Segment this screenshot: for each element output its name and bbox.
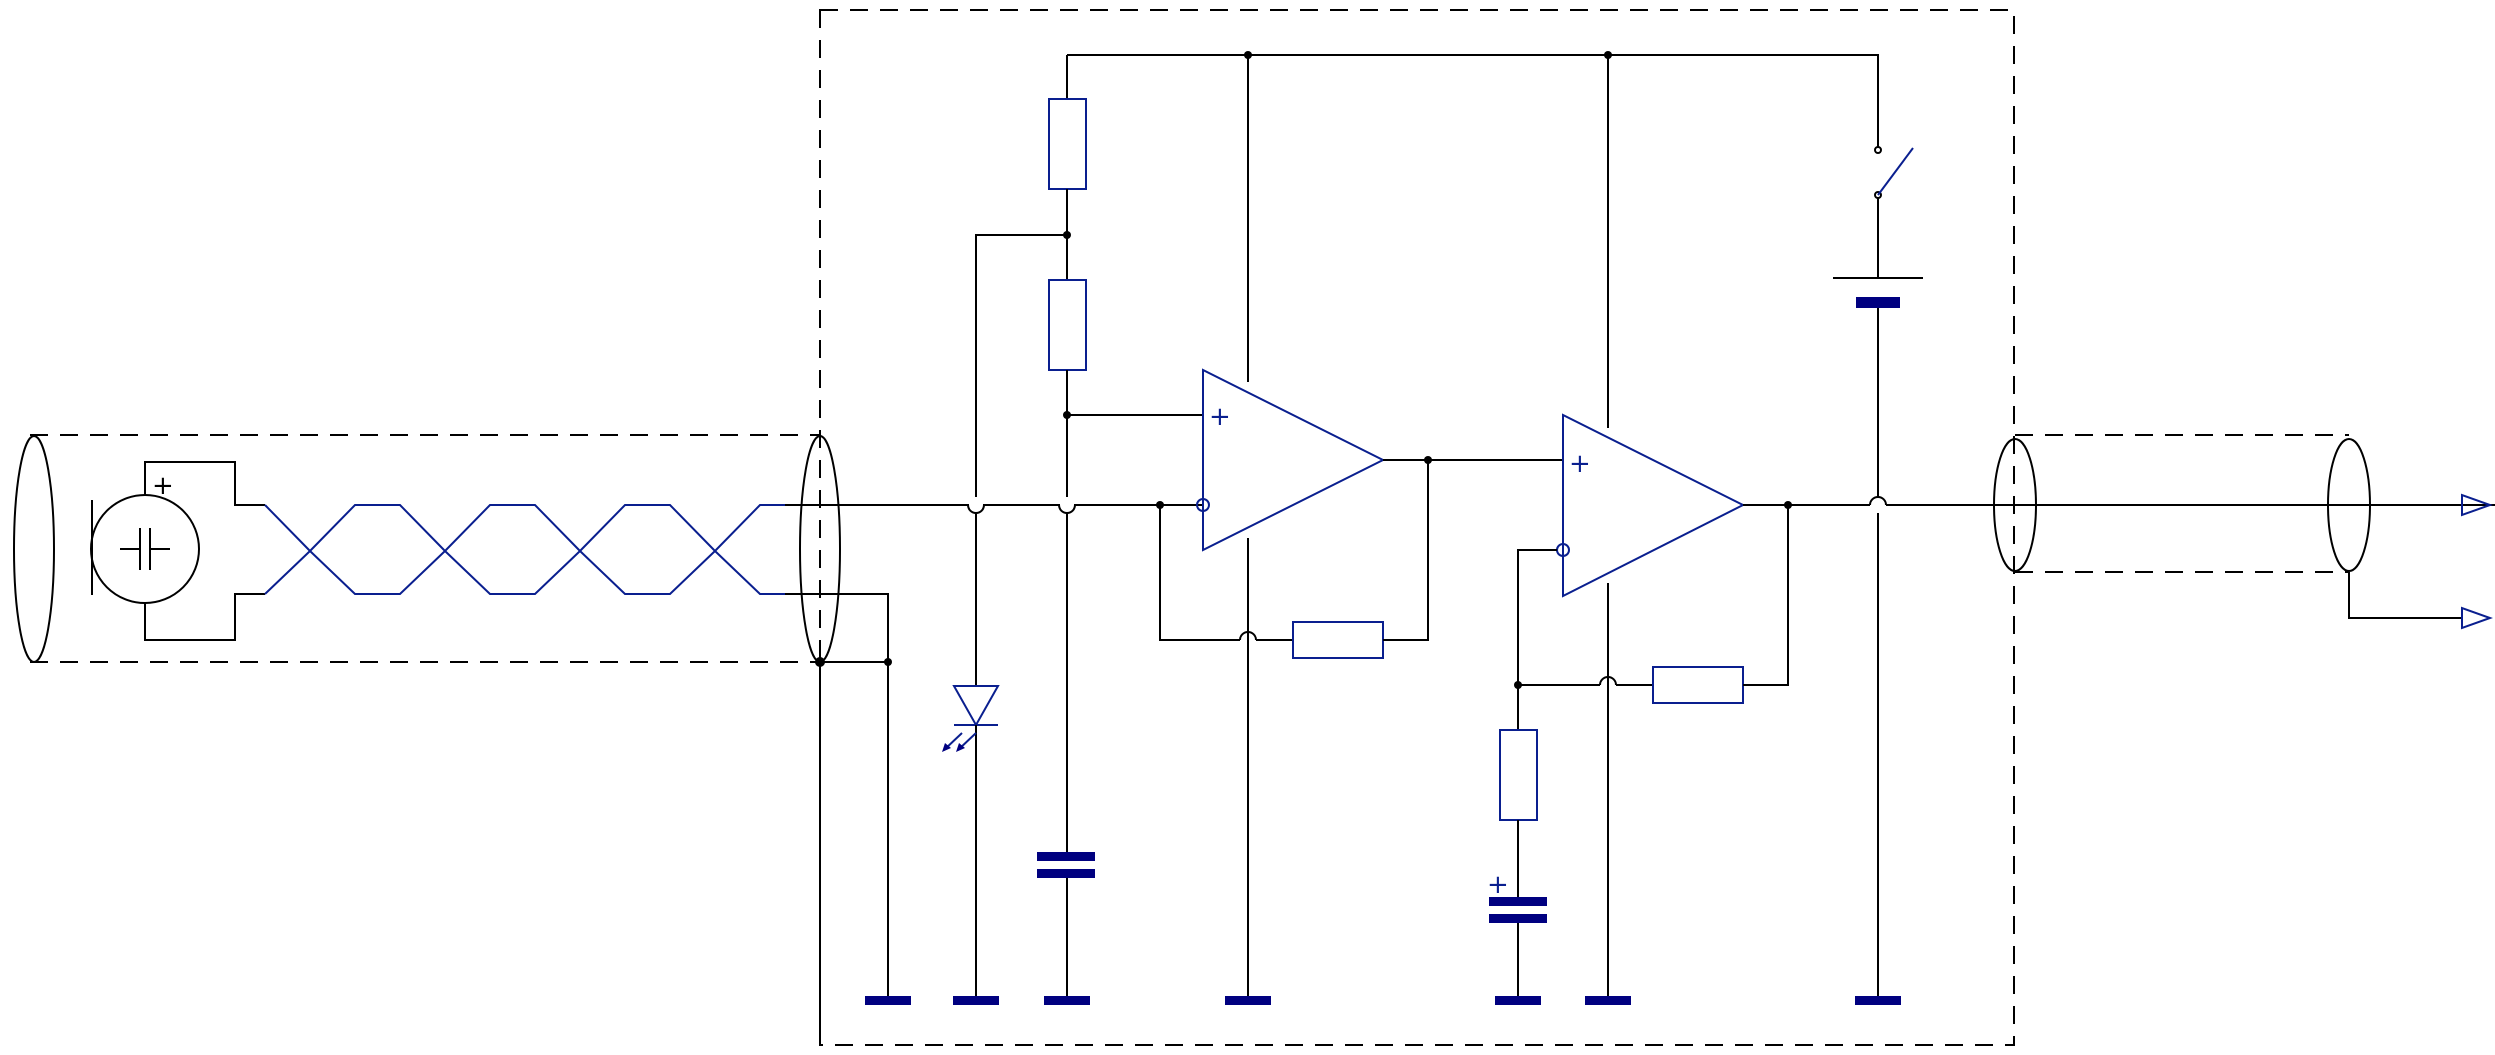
output-ground-arrow bbox=[2461, 606, 2493, 630]
resistor-r2 bbox=[1048, 279, 1087, 371]
ground-3 bbox=[1044, 996, 1090, 1005]
supply-rail bbox=[1067, 54, 1879, 148]
output-cable-shield bbox=[1993, 434, 2371, 573]
ground-4 bbox=[1225, 996, 1271, 1005]
enclosure-box bbox=[819, 9, 2015, 1046]
power-switch bbox=[1874, 146, 1914, 278]
input-signal-wire bbox=[820, 504, 1203, 514]
resistor-r1 bbox=[1048, 98, 1087, 190]
opamp-2: + bbox=[1556, 55, 2495, 1000]
ground-symbols bbox=[865, 996, 1901, 1005]
resistor-gain bbox=[1499, 729, 1538, 821]
ground-7 bbox=[1855, 996, 1901, 1005]
ground-6 bbox=[1585, 996, 1631, 1005]
battery bbox=[1833, 277, 1923, 1000]
opamp1-plus-label: + bbox=[1209, 402, 1231, 432]
output-signal-arrow bbox=[2461, 493, 2493, 517]
ground-1 bbox=[865, 996, 911, 1005]
capacitor-c2-plate-top bbox=[1489, 897, 1547, 906]
twisted-pair bbox=[264, 504, 889, 1000]
capacitor-c2-plate-bottom bbox=[1489, 914, 1547, 923]
opamp-1: + bbox=[1196, 55, 1563, 1000]
bias-divider bbox=[1048, 55, 1203, 855]
microphone-capsule: + bbox=[90, 461, 265, 641]
resistor-feedback-1 bbox=[1292, 621, 1384, 659]
shield-ground-wire bbox=[815, 657, 892, 1045]
output-terminals bbox=[2348, 493, 2493, 630]
opamp2-feedback: + bbox=[1487, 501, 1792, 1000]
cap-c2-plus-label: + bbox=[1487, 870, 1509, 900]
led-branch bbox=[942, 234, 1067, 1000]
ground-2 bbox=[953, 996, 999, 1005]
ground-5 bbox=[1495, 996, 1541, 1005]
mic-plus-label: + bbox=[152, 471, 174, 501]
opamp1-feedback bbox=[1156, 456, 1432, 659]
capacitor-c1 bbox=[1037, 852, 1095, 1000]
resistor-feedback-2 bbox=[1652, 666, 1744, 704]
opamp2-plus-label: + bbox=[1569, 449, 1591, 479]
